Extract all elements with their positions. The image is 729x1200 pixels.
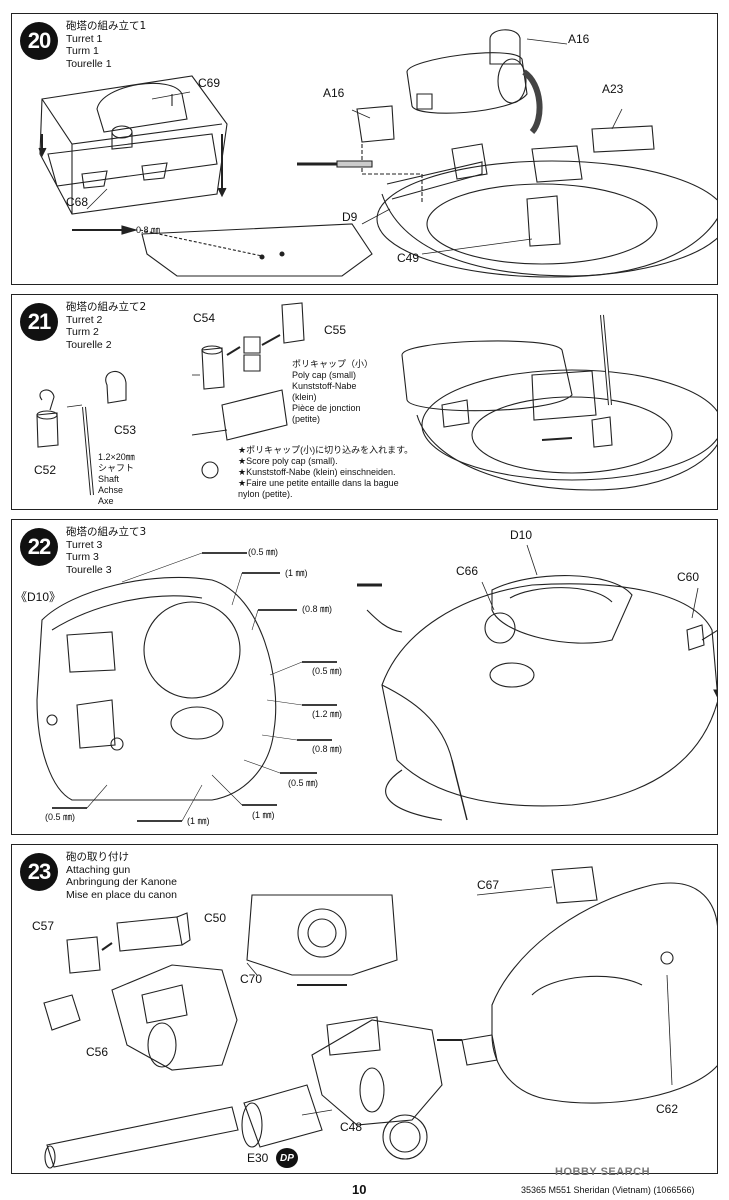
title-jp: 砲塔の組み立て2 — [66, 301, 147, 313]
label-c48: C48 — [340, 1120, 363, 1134]
title-fr: Tourelle 1 — [66, 57, 112, 70]
label-d10: D10 — [510, 528, 533, 542]
drill-5: (1.2 ㎜) — [312, 709, 343, 719]
watermark: HOBBY SEARCH — [555, 1166, 651, 1178]
step-21-drawing — [36, 302, 717, 496]
shaft-spec: 1.2×20㎜ シャフト Shaft Achse Axe — [98, 452, 135, 506]
model-info: 35365 M551 Sheridan (Vietnam) (1066566) — [521, 1185, 695, 1195]
step-23-drawing — [43, 866, 717, 1169]
title-de: Anbringung der Kanone — [66, 876, 177, 888]
label-a16-top: A16 — [568, 32, 590, 46]
page-number: 10 — [352, 1182, 367, 1197]
label-a16-left: A16 — [323, 86, 345, 100]
drill-2: (1 ㎜) — [285, 568, 308, 578]
label-c66: C66 — [456, 564, 479, 578]
label-c57: C57 — [32, 919, 55, 933]
label-a23: A23 — [602, 82, 624, 96]
title-de: Turm 3 — [66, 551, 99, 563]
label-c67: C67 — [477, 878, 500, 892]
title-jp: 砲塔の組み立て1 — [66, 20, 147, 32]
step-22-drawing — [36, 544, 717, 822]
label-c54: C54 — [193, 311, 216, 325]
drill-8: (1 ㎜) — [252, 810, 275, 820]
label-c68: C68 — [66, 195, 89, 209]
title-en: Turret 2 — [66, 313, 103, 326]
step-20-panel: 20 砲塔の組み立て1 Turret 1 Turm 1 Tourelle 1 — [11, 13, 718, 285]
title-de: Turm 2 — [66, 326, 99, 338]
dp-badge: DP — [276, 1148, 298, 1168]
label-c50: C50 — [204, 911, 227, 925]
step-number: 22 — [20, 528, 58, 566]
step-title: 砲塔の組み立て3 Turret 3 Turm 3 Tourelle 3 — [66, 526, 146, 576]
label-c69: C69 — [198, 76, 221, 90]
label-d9: D9 — [342, 210, 358, 224]
drill-3: (0.8 ㎜) — [302, 604, 333, 614]
drill-size: 0.8 ㎜ — [136, 225, 161, 235]
step-21-panel: 21 砲塔の組み立て2 Turret 2 Turm 2 Tourelle 2 — [11, 294, 718, 510]
title-fr: Tourelle 2 — [66, 338, 112, 351]
drill-10: (1 ㎜) — [187, 816, 210, 826]
page-footer: 10 35365 M551 Sheridan (Vietnam) (106656… — [0, 1180, 729, 1200]
label-c53: C53 — [114, 423, 137, 437]
step-title: 砲塔の組み立て1 Turret 1 Turm 1 Tourelle 1 — [66, 20, 146, 70]
label-c60: C60 — [677, 570, 700, 584]
step-number: 21 — [20, 303, 58, 341]
label-c55: C55 — [324, 323, 347, 337]
step-title: 砲塔の組み立て2 Turret 2 Turm 2 Tourelle 2 — [66, 301, 146, 351]
step-23-panel: 23 砲の取り付け Attaching gun Anbringung der K… — [11, 844, 718, 1174]
step-20-drawing — [38, 29, 717, 278]
label-c49: C49 — [397, 251, 420, 265]
drill-1: (0.5 ㎜) — [248, 547, 279, 557]
title-de: Turm 1 — [66, 45, 99, 57]
drill-7: (0.5 ㎜) — [288, 778, 319, 788]
title-fr: Mise en place du canon — [66, 888, 177, 901]
score-note: ★ポリキャップ(小)に切り込みを入れます。 ★Score poly cap (s… — [238, 445, 414, 499]
title-jp: 砲塔の組み立て3 — [66, 526, 147, 538]
step-number: 20 — [20, 22, 58, 60]
title-jp: 砲の取り付け — [66, 851, 129, 863]
label-e30: E30 — [247, 1151, 269, 1165]
label-c52: C52 — [34, 463, 57, 477]
title-en: Turret 1 — [66, 32, 103, 45]
label-d10-ref: 《D10》 — [15, 590, 62, 604]
label-c70: C70 — [240, 972, 263, 986]
label-c62: C62 — [656, 1102, 679, 1116]
step-title: 砲の取り付け Attaching gun Anbringung der Kano… — [66, 851, 177, 901]
drill-4: (0.5 ㎜) — [312, 666, 343, 676]
title-en: Attaching gun — [66, 863, 131, 876]
polycap-label: ポリキャップ（小） Poly cap (small) Kunststoff-Na… — [292, 359, 374, 424]
drill-9: (0.5 ㎜) — [45, 812, 76, 822]
title-fr: Tourelle 3 — [66, 563, 112, 576]
drill-6: (0.8 ㎜) — [312, 744, 343, 754]
step-22-panel: 22 砲塔の組み立て3 Turret 3 Turm 3 Tourelle 3 — [11, 519, 718, 835]
step-number: 23 — [20, 853, 58, 891]
label-c56: C56 — [86, 1045, 109, 1059]
title-en: Turret 3 — [66, 538, 103, 551]
